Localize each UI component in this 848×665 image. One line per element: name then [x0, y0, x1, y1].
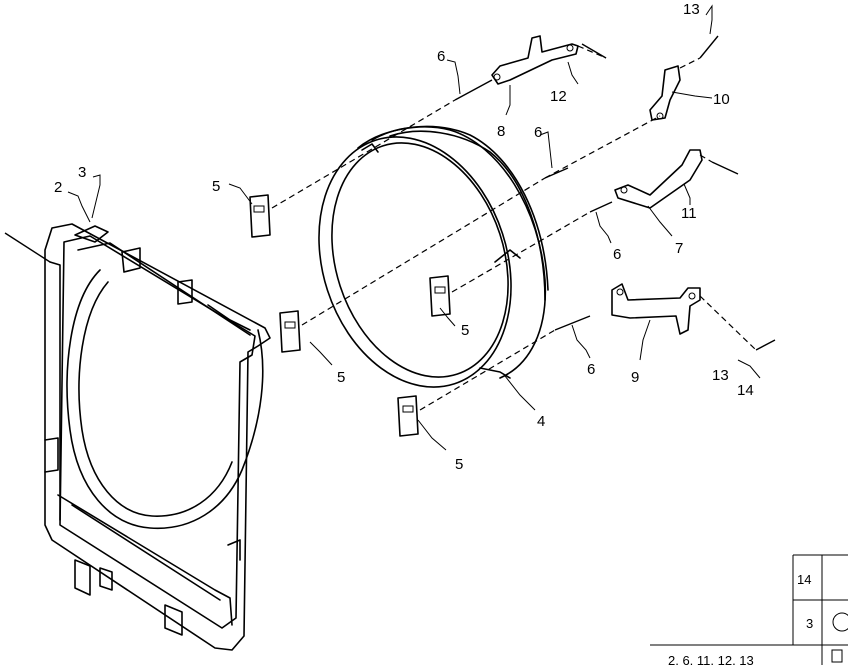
callout-5: 5 — [212, 178, 220, 195]
callout-8: 8 — [497, 123, 505, 140]
legend-row-ref: 3 — [806, 616, 813, 631]
legend-row-ref: 14 — [797, 572, 811, 587]
callout-labels: 2 3 4 5 5 5 5 6 6 6 6 7 8 9 10 11 12 13 … — [54, 1, 754, 473]
nut-12 — [581, 43, 607, 59]
callout-14: 14 — [737, 382, 754, 399]
bolt-6a — [454, 79, 493, 101]
nut-11 — [711, 161, 739, 175]
clip-b — [279, 310, 301, 353]
bracket-8 — [491, 35, 579, 85]
clip-d — [397, 395, 419, 437]
clip-a — [249, 194, 271, 238]
bolt-6d — [554, 315, 591, 331]
callout-10: 10 — [713, 91, 730, 108]
callout-5: 5 — [337, 369, 345, 386]
legend-table: 14 3 2, 6, 11, 12, 13 — [650, 554, 848, 665]
shroud-leader-line — [4, 232, 51, 263]
leader-lines — [67, 4, 761, 451]
callout-2: 2 — [54, 179, 62, 196]
callout-3: 3 — [78, 164, 86, 181]
nut-13a — [699, 35, 719, 59]
callout-13: 13 — [683, 1, 700, 18]
callout-6: 6 — [534, 124, 542, 141]
callout-7: 7 — [675, 240, 683, 257]
callout-12: 12 — [550, 88, 567, 105]
clip-c — [429, 275, 451, 317]
legend-row-ref: 2, 6, 11, 12, 13 — [668, 653, 754, 665]
assembly-lines — [271, 45, 757, 411]
bracket-9 — [611, 283, 701, 335]
nut-13b — [755, 339, 776, 351]
callout-13: 13 — [712, 367, 729, 384]
callout-9: 9 — [631, 369, 639, 386]
fan-shroud — [4, 223, 271, 651]
callout-11: 11 — [681, 205, 697, 222]
callout-5: 5 — [461, 322, 469, 339]
fastener-symbol-icon — [832, 612, 848, 632]
bolt-6c — [589, 201, 613, 213]
callout-6: 6 — [613, 246, 621, 263]
callout-6: 6 — [437, 48, 445, 65]
callout-4: 4 — [537, 413, 545, 430]
callout-6: 6 — [587, 361, 595, 378]
bracket-10 — [649, 65, 681, 121]
fastener-symbol-icon — [831, 649, 843, 663]
callout-5: 5 — [455, 456, 463, 473]
bracket-7 — [614, 149, 703, 209]
fan-ring — [318, 125, 549, 388]
